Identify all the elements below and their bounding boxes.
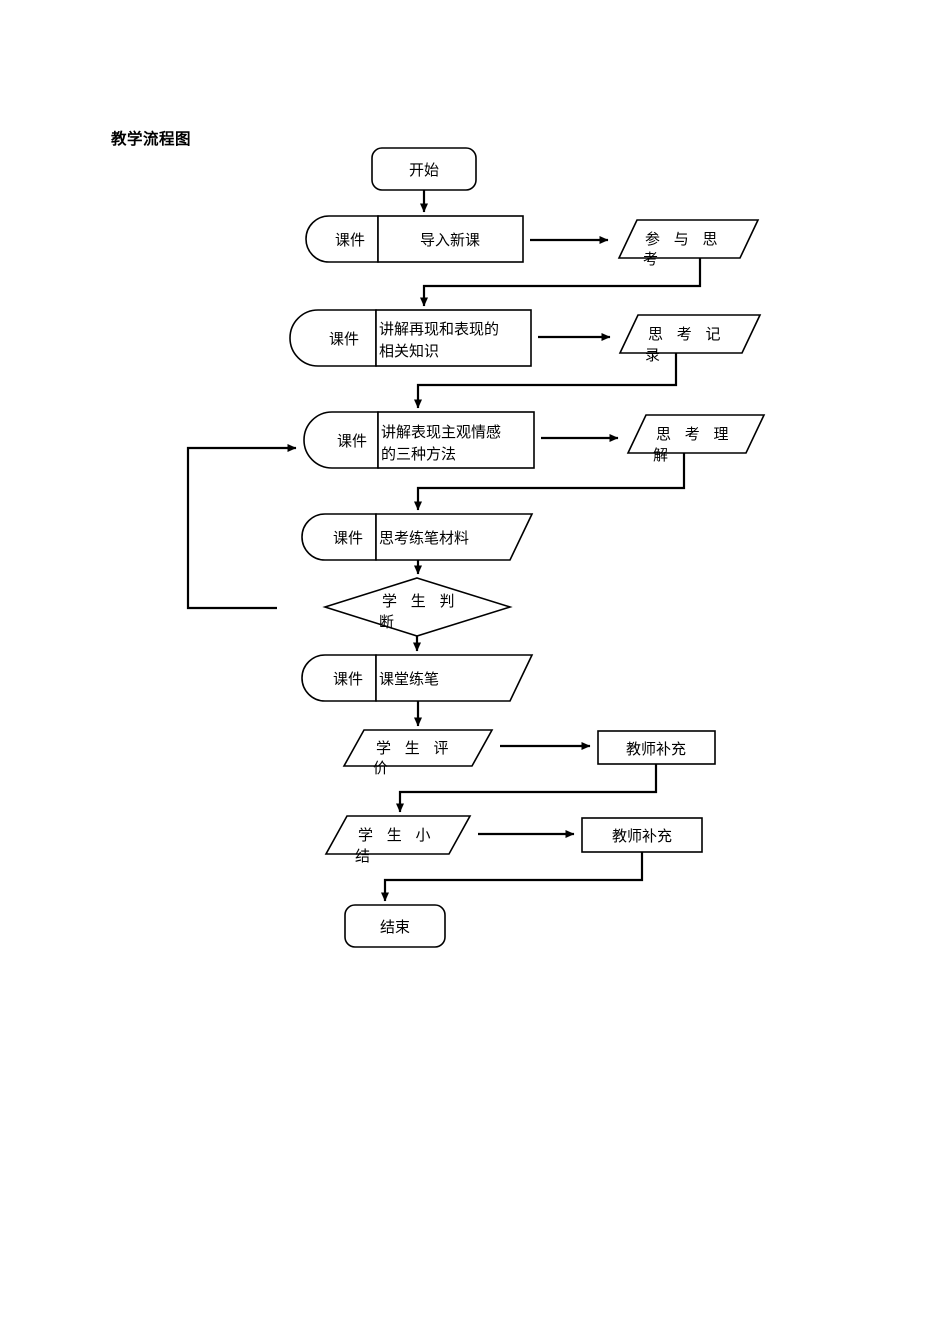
summary-shape	[324, 815, 472, 855]
out3-shape	[626, 414, 766, 454]
out1-shape	[617, 219, 760, 259]
edge-supplement1-to-summary	[396, 764, 658, 813]
out2-label-line1: 思 考 记	[648, 326, 726, 343]
step3-shape	[377, 411, 535, 469]
step2-label-line2: 相关知识	[379, 343, 439, 360]
node-media2: 课件	[289, 309, 377, 367]
node-start: 开始	[371, 147, 477, 191]
media2-shape	[289, 309, 377, 367]
edge-supplement2-to-end	[381, 852, 644, 902]
node-media5: 课件	[301, 654, 377, 702]
media1-shape	[305, 215, 379, 263]
node-supplement2: 教师补充	[581, 817, 703, 853]
step1-label: 导入新课	[420, 232, 480, 249]
node-media3: 课件	[303, 411, 379, 469]
edge-decision-feedback-loop	[186, 444, 297, 610]
eval-label-line1: 学 生 评	[376, 740, 454, 757]
node-step3: 讲解表现主观情感 的三种方法	[377, 411, 535, 469]
out1-label-line1: 参 与 思	[645, 231, 723, 248]
supplement1-label: 教师补充	[626, 741, 686, 758]
edge-out3-to-step4	[414, 453, 686, 511]
media3-label: 课件	[337, 433, 367, 450]
out1-label-line2: 考	[643, 251, 658, 268]
node-summary: 学 生 小 结	[324, 815, 472, 865]
media1-label: 课件	[335, 232, 365, 249]
decision-label-line2: 断	[379, 614, 394, 631]
media5-label: 课件	[333, 671, 363, 688]
step4-label: 思考练笔材料	[379, 530, 469, 547]
node-step1: 导入新课	[377, 215, 524, 263]
step1-shape	[377, 215, 524, 263]
out3-label-line2: 解	[653, 447, 668, 464]
step3-label-line2: 的三种方法	[381, 446, 456, 463]
edge-out2-to-step3	[414, 353, 678, 409]
step5-label: 课堂练笔	[379, 671, 439, 688]
supplement2-label: 教师补充	[612, 828, 672, 845]
media5-shape	[301, 654, 377, 702]
node-media1: 课件	[305, 215, 379, 263]
summary-label-line1: 学 生 小	[358, 827, 436, 844]
start-label: 开始	[409, 162, 439, 179]
end-label: 结束	[380, 919, 410, 936]
node-supplement1: 教师补充	[597, 730, 716, 765]
node-step5: 课堂练笔	[375, 654, 534, 702]
summary-label-line2: 结	[355, 848, 370, 865]
node-end: 结束	[344, 904, 446, 948]
media3-shape	[303, 411, 379, 469]
edge-out1-to-step2	[420, 258, 702, 307]
eval-label-line2: 价	[373, 761, 388, 777]
step5-shape	[375, 654, 534, 702]
node-step2: 讲解再现和表现的 相关知识	[375, 309, 532, 367]
media2-label: 课件	[329, 331, 359, 348]
eval-shape	[342, 729, 494, 767]
node-step4: 思考练笔材料	[375, 513, 534, 561]
node-out3: 思 考 理 解	[626, 414, 766, 464]
page-title: 教学流程图	[111, 131, 192, 148]
node-out2: 思 考 记 录	[618, 314, 762, 364]
out3-label-line1: 思 考 理	[656, 426, 734, 443]
out2-shape	[618, 314, 762, 354]
media4-shape	[301, 513, 377, 561]
decision-label-line1: 学 生 判	[382, 593, 460, 610]
end-shape	[344, 904, 446, 948]
node-media4: 课件	[301, 513, 377, 561]
step2-label-line1: 讲解再现和表现的	[379, 321, 499, 338]
step3-label-line1: 讲解表现主观情感	[381, 424, 501, 441]
media4-label: 课件	[333, 530, 363, 547]
step4-shape	[375, 513, 534, 561]
step2-shape	[375, 309, 532, 367]
out2-label-line2: 录	[645, 347, 660, 364]
node-decision: 学 生 判 断	[322, 577, 513, 637]
node-out1: 参 与 思 考	[617, 219, 760, 268]
node-eval: 学 生 评 价	[342, 729, 494, 777]
